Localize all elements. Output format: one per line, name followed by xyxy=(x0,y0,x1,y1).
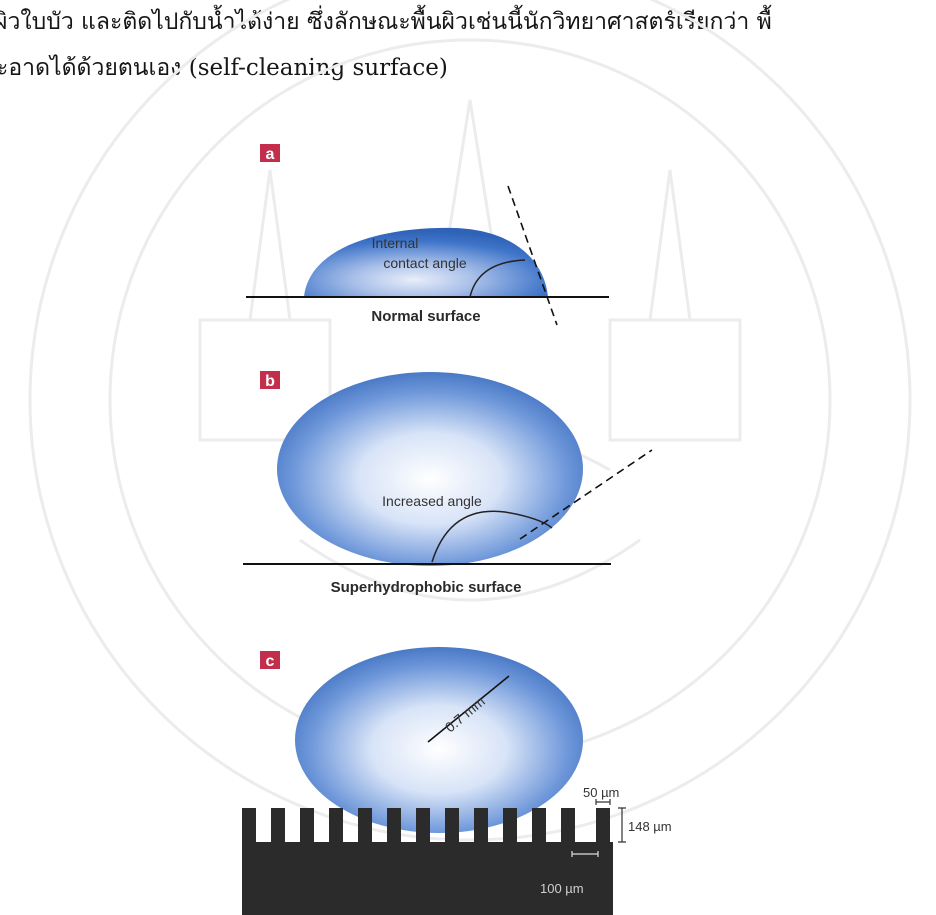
radius-line xyxy=(427,675,510,743)
body-text-line-1: ผิวใบบัว และติดไปกับน้ำได้ง่าย ซึ่งลักษณ… xyxy=(0,9,772,35)
panel-c-letter: c xyxy=(266,653,275,670)
caption-superhydrophobic-surface: Superhydrophobic surface xyxy=(331,579,522,596)
panel-c: c 0.7 mm 50 µm xyxy=(242,647,672,915)
caption-normal-surface: Normal surface xyxy=(371,308,480,325)
contact-angle-arc-a xyxy=(469,259,526,298)
water-droplet-superhydrophobic xyxy=(277,372,583,566)
panel-b: b Increased angle Superhydrophobic surfa… xyxy=(243,371,653,596)
panel-b-marker xyxy=(260,371,280,389)
pillar-spacing-arrow xyxy=(571,851,599,857)
pillar-spacing-label: 100 µm xyxy=(540,881,584,896)
water-droplet-on-pillars xyxy=(295,647,583,833)
panel-c-marker xyxy=(260,651,280,669)
water-droplet-normal xyxy=(304,227,548,297)
panel-b-letter: b xyxy=(265,373,275,390)
pillar-width-arrow xyxy=(595,799,611,805)
panel-a: a Internal contact angle Normal surface xyxy=(246,144,609,326)
tangent-line-a xyxy=(507,185,558,326)
body-text-line-2: ะอาดได้ด้วยตนเอง (self-cleaning surface) xyxy=(0,55,448,81)
pillar-height-label: 148 µm xyxy=(628,819,672,834)
contact-angle-label-1: Internal xyxy=(372,235,419,251)
contact-angle-arc-b xyxy=(431,510,553,563)
tangent-line-b xyxy=(519,449,653,540)
micro-pillar-substrate xyxy=(242,808,613,915)
panel-a-marker xyxy=(260,144,280,162)
increased-angle-label: Increased angle xyxy=(382,493,482,509)
contact-angle-label-2: contact angle xyxy=(383,255,466,271)
pillar-height-arrow xyxy=(618,807,626,843)
panel-a-letter: a xyxy=(266,146,275,163)
pillar-width-label: 50 µm xyxy=(583,785,619,800)
